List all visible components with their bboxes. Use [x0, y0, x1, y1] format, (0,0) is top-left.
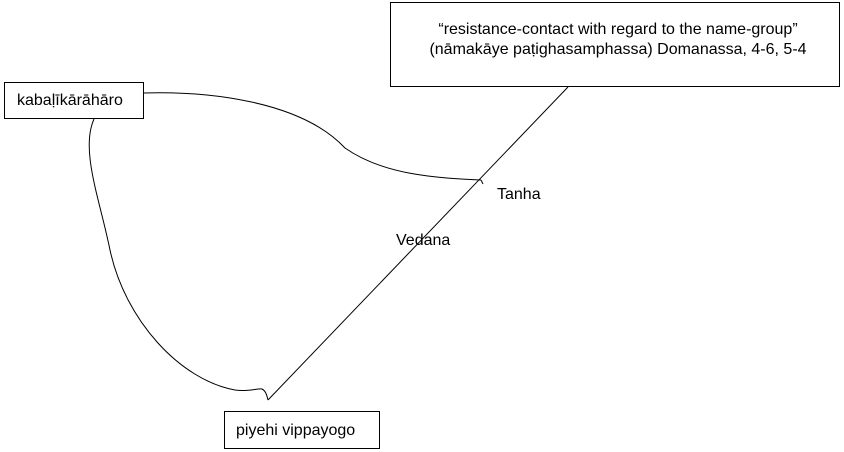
node-resistance-contact-line-1: “resistance-contact with regard to the n… — [438, 21, 798, 38]
connector-tanha-tick — [480, 179, 484, 185]
connector-resistance-to-piyehi — [267, 86, 569, 401]
connector-kabalika-to-tanha — [142, 92, 482, 181]
node-resistance-contact-line-2: (nāmakāye paṭighasamphassa) Domanassa, 4… — [429, 41, 807, 58]
node-kabalikarahara-label: kabaḷīkārāhāro — [17, 92, 123, 109]
node-piyehi-vippayogo-label: piyehi vippayogo — [236, 422, 356, 439]
node-piyehi-vippayogo: piyehi vippayogo — [224, 411, 380, 449]
edge-label-vedana: Vedana — [396, 232, 451, 249]
node-resistance-contact: “resistance-contact with regard to the n… — [390, 2, 840, 87]
node-kabalikarahara: kabaḷīkārāhāro — [4, 82, 144, 119]
edge-label-tanha: Tanha — [497, 186, 541, 203]
connector-kabalika-to-piyehi — [88, 118, 269, 401]
